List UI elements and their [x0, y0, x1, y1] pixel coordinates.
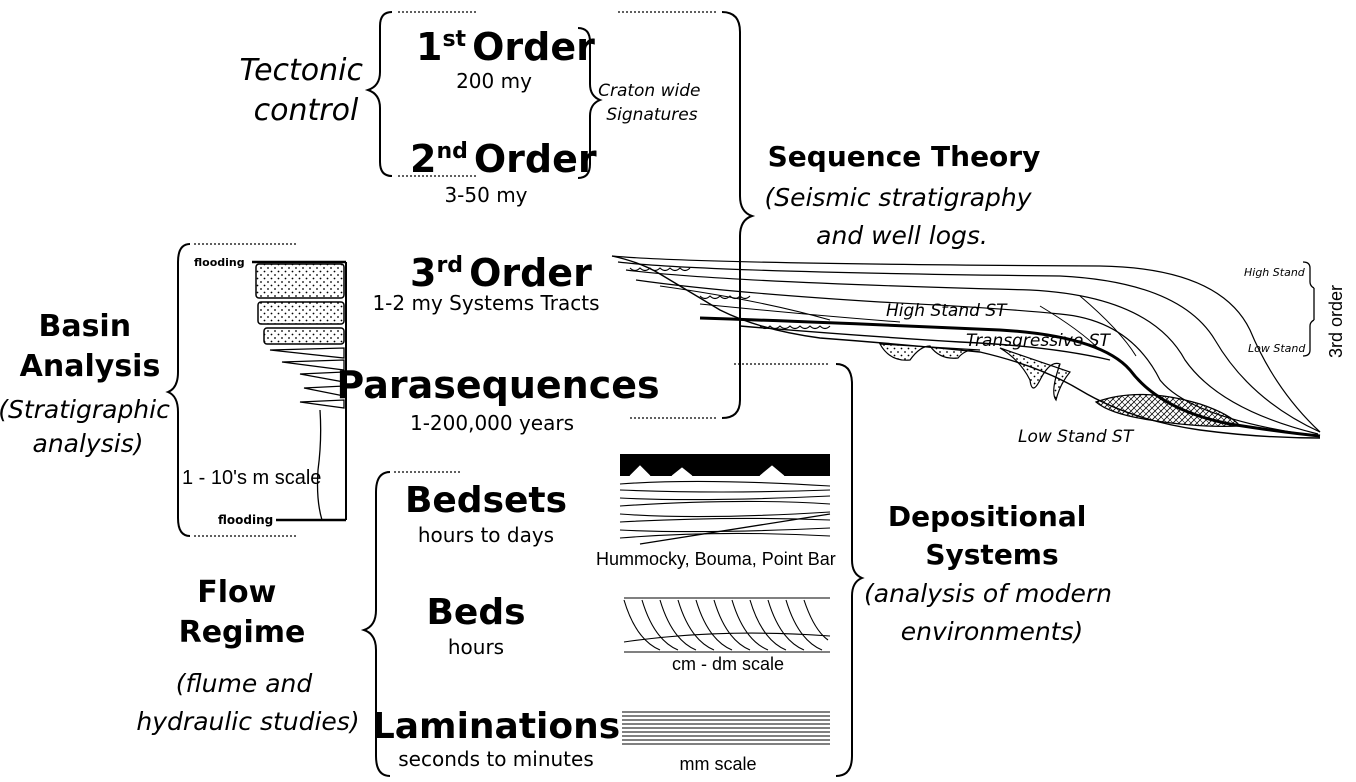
low-stand-label: Low Stand: [1248, 342, 1306, 355]
braces: [165, 11, 1315, 777]
flow-title: Flow Regime: [179, 575, 306, 650]
craton-brace: [577, 27, 603, 179]
parasequence-wedge: [299, 371, 345, 383]
laminations-time: seconds to minutes: [398, 747, 594, 771]
high-stand-label: High Stand: [1244, 266, 1306, 279]
log-scale-label: 1 - 10's m scale: [182, 467, 321, 489]
downlap-lines: [659, 285, 1137, 357]
well-log: [252, 260, 347, 522]
bedsets-sketch: Hummocky, Bouma, Point Bar: [596, 454, 836, 569]
stand-brace-top: [1302, 261, 1315, 289]
parasequence-bed: [257, 301, 345, 325]
sequence-theory-subtitle: (Seismic stratigraphy and well logs.: [764, 183, 1039, 250]
high-stand-st-label: High Stand ST: [886, 301, 1008, 321]
sequence-cross-section: [611, 255, 1321, 439]
beds-sketch: [623, 597, 831, 653]
lamination-scale: mm scale: [679, 754, 756, 774]
lowstand-fan: [878, 343, 981, 361]
bedsets-title: Bedsets: [405, 480, 567, 521]
parasequences-time: 1-200,000 years: [410, 411, 574, 435]
sequence-theory-title: Sequence Theory: [768, 140, 1041, 173]
lowstand-wedge: [1094, 393, 1242, 427]
flow-subtitle: (flume and hydraulic studies): [136, 669, 359, 736]
basin-title: Basin Analysis: [20, 309, 161, 384]
erosion-scallops: [629, 267, 831, 330]
log-curve: [316, 409, 323, 521]
tectonic-label: Tectonic control: [239, 53, 372, 128]
third-order-vertical-label: 3rd order: [1326, 285, 1346, 358]
parasequence-wedge: [303, 385, 345, 397]
beds-title: Beds: [426, 592, 525, 633]
beds-time: hours: [448, 635, 504, 659]
third-order-time: 1-2 my Systems Tracts: [372, 291, 599, 315]
low-stand-st-label: Low Stand ST: [1018, 427, 1135, 447]
clinoform-line: [625, 269, 1319, 435]
clinoform-line: [617, 261, 1321, 433]
parasequence-bed: [255, 263, 345, 299]
depositional-brace: [835, 363, 865, 777]
craton-label: Craton wide Signatures: [598, 81, 706, 125]
cross-bed-foresets: [623, 599, 829, 651]
beds-scale: cm - dm scale: [672, 654, 784, 674]
bedsets-examples: Hummocky, Bouma, Point Bar: [596, 549, 836, 569]
flow-brace: [360, 471, 391, 777]
bedsets-time: hours to days: [418, 523, 554, 547]
bedset-cap: [620, 454, 830, 476]
second-order-time: 3-50 my: [444, 183, 527, 207]
basin-subtitle: (Stratigraphic analysis): [0, 395, 178, 458]
flooding-top-label: flooding: [194, 256, 245, 269]
parasequence-bed: [263, 327, 345, 345]
parasequence-wedge: [281, 359, 345, 371]
parasequence-wedge: [269, 347, 345, 359]
maximum-flooding-surface: [699, 316, 1321, 438]
incised-valley-fill: [999, 347, 1072, 402]
flooding-bottom-label: flooding: [218, 513, 273, 527]
depositional-subtitle: (analysis of modern environments): [864, 579, 1120, 646]
basin-brace: [165, 243, 191, 537]
transgressive-surface: [739, 325, 1111, 361]
stand-brace-bottom: [1302, 319, 1315, 357]
parasequences-title: Parasequences: [336, 363, 659, 407]
depositional-title: Depositional Systems: [888, 500, 1096, 571]
parasequences: Parasequences 1-200,000 years: [336, 363, 659, 435]
bedset-laminae: [619, 480, 831, 545]
dotted-lines: [194, 11, 830, 537]
transgressive-st-label: Transgressive ST: [966, 331, 1111, 351]
sequence-brace: [721, 11, 756, 419]
cross-bed-set-boundary: [623, 632, 831, 643]
laminations-sketch: [622, 711, 830, 745]
parasequence-wedge: [299, 399, 345, 409]
first-order-time: 200 my: [456, 69, 532, 93]
ripple-marks: [629, 465, 785, 477]
clinoform-line: [611, 255, 1321, 433]
tectonic-brace: [364, 11, 393, 177]
laminations-title: Laminations: [372, 706, 620, 747]
